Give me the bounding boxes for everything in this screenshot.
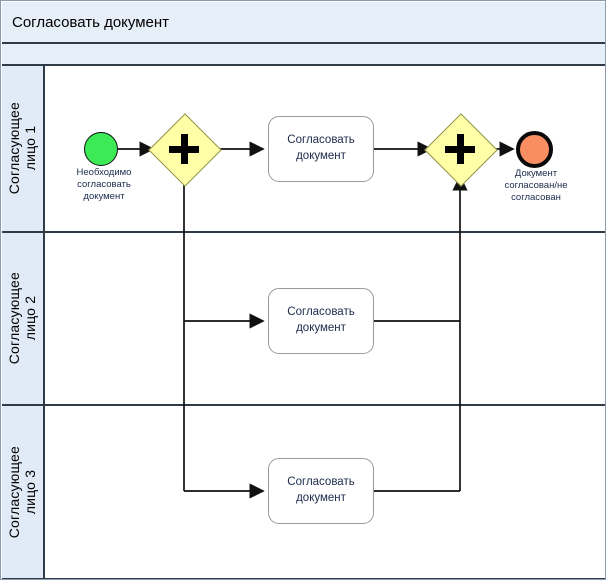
- plus-icon: [159, 124, 209, 174]
- task-approve-document-lane1[interactable]: Согласовать документ: [268, 116, 374, 182]
- end-event[interactable]: [516, 131, 553, 168]
- parallel-gateway-join[interactable]: [424, 113, 498, 187]
- start-event-label: Необходимо согласовать документ: [76, 167, 132, 202]
- task-approve-document-lane3[interactable]: Согласовать документ: [268, 458, 374, 524]
- lane-label-3: Согласующее лицо 3: [6, 445, 39, 539]
- plus-icon: [435, 124, 485, 174]
- page-title: Согласовать документ: [12, 13, 170, 31]
- task-approve-document-lane2[interactable]: Согласовать документ: [268, 288, 374, 354]
- lane-header-1: Согласующее лицо 1: [2, 66, 45, 231]
- lane-header-3: Согласующее лицо 3: [2, 406, 45, 578]
- lane-soglasuyushchee-litso-2: Согласующее лицо 2: [2, 233, 605, 406]
- pool-title: Согласовать документ: [2, 2, 605, 44]
- lane-header-2: Согласующее лицо 2: [2, 233, 45, 404]
- parallel-gateway-split[interactable]: [148, 113, 222, 187]
- lane-label-2: Согласующее лицо 2: [6, 272, 39, 365]
- pool-subheader-band: [2, 44, 605, 66]
- lane-label-1: Согласующее лицо 1: [6, 102, 39, 195]
- end-event-label: Документ согласован/не согласован: [504, 168, 568, 203]
- start-event[interactable]: [84, 132, 118, 166]
